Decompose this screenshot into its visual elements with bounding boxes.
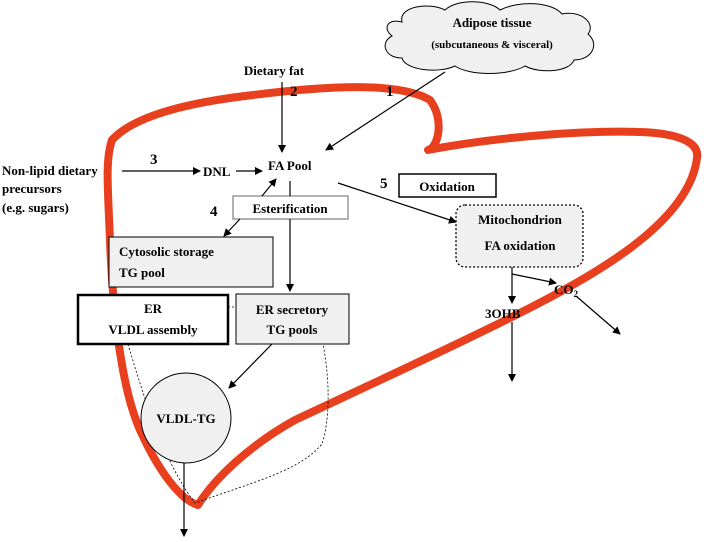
er-secretory-box xyxy=(235,293,350,345)
esterification-to-cytosolic-arrow xyxy=(223,218,241,237)
oxidation-box xyxy=(398,173,497,198)
dnl-label: DNL xyxy=(203,164,231,179)
non-lipid-line-1: Non-lipid dietary xyxy=(2,163,98,178)
er-secretory-line-1: ER secretory xyxy=(256,302,329,317)
step-number-2: 2 xyxy=(290,84,298,100)
step-number-3: 3 xyxy=(150,152,158,168)
mito-to-co2-arrow xyxy=(511,273,557,286)
3ohb-label: 3OHB xyxy=(485,306,521,321)
adipose-to-fa-pool-arrow xyxy=(325,71,446,151)
adipose-title: Adipose tissue xyxy=(452,15,531,30)
cytosolic-storage-box xyxy=(108,236,274,288)
co2-export-arrow xyxy=(575,295,621,335)
esterification-to-fa-pool-arrow xyxy=(261,178,277,197)
cytosolic-line-2: TG pool xyxy=(119,265,165,280)
step-number-1: 1 xyxy=(386,84,394,100)
dietary-fat-label: Dietary fat xyxy=(244,63,305,78)
non-lipid-line-3: (e.g. sugars) xyxy=(2,200,69,215)
co2-subscript: 2 xyxy=(574,289,579,299)
er-secretory-to-vldl-arrow xyxy=(228,343,273,389)
fa-pool-label: FA Pool xyxy=(268,158,312,173)
3ohb-text: 3OHB xyxy=(485,306,521,321)
cytosolic-line-1: Cytosolic storage xyxy=(119,244,214,259)
mitochondrion-box xyxy=(455,204,584,268)
adipose-tissue-cloud: Adipose tissue (subcutaneous & visceral) xyxy=(384,1,595,74)
er-vldl-assembly-box xyxy=(76,293,230,346)
liver-outline xyxy=(103,83,702,509)
vldl-tg-label: VLDL-TG xyxy=(156,411,215,426)
step-number-5: 5 xyxy=(380,176,388,192)
vldl-tg-circle xyxy=(140,372,232,464)
adipose-subtitle: (subcutaneous & visceral) xyxy=(431,39,553,51)
esterification-label: Esterification xyxy=(252,201,328,216)
er-line-2: VLDL assembly xyxy=(108,322,198,337)
co2-label: CO2 xyxy=(554,282,579,299)
step-number-4: 4 xyxy=(210,204,218,220)
er-secretory-line-2: TG pools xyxy=(267,322,318,337)
mito-line-2: FA oxidation xyxy=(485,238,557,253)
fa-pool-to-mitochondrion-arrow xyxy=(337,182,457,224)
co2-text: CO xyxy=(554,282,574,297)
mito-line-1: Mitochondrion xyxy=(478,212,563,227)
er-line-1: ER xyxy=(144,301,163,316)
oxidation-label: Oxidation xyxy=(419,179,475,194)
non-lipid-line-2: precursors xyxy=(2,181,62,196)
